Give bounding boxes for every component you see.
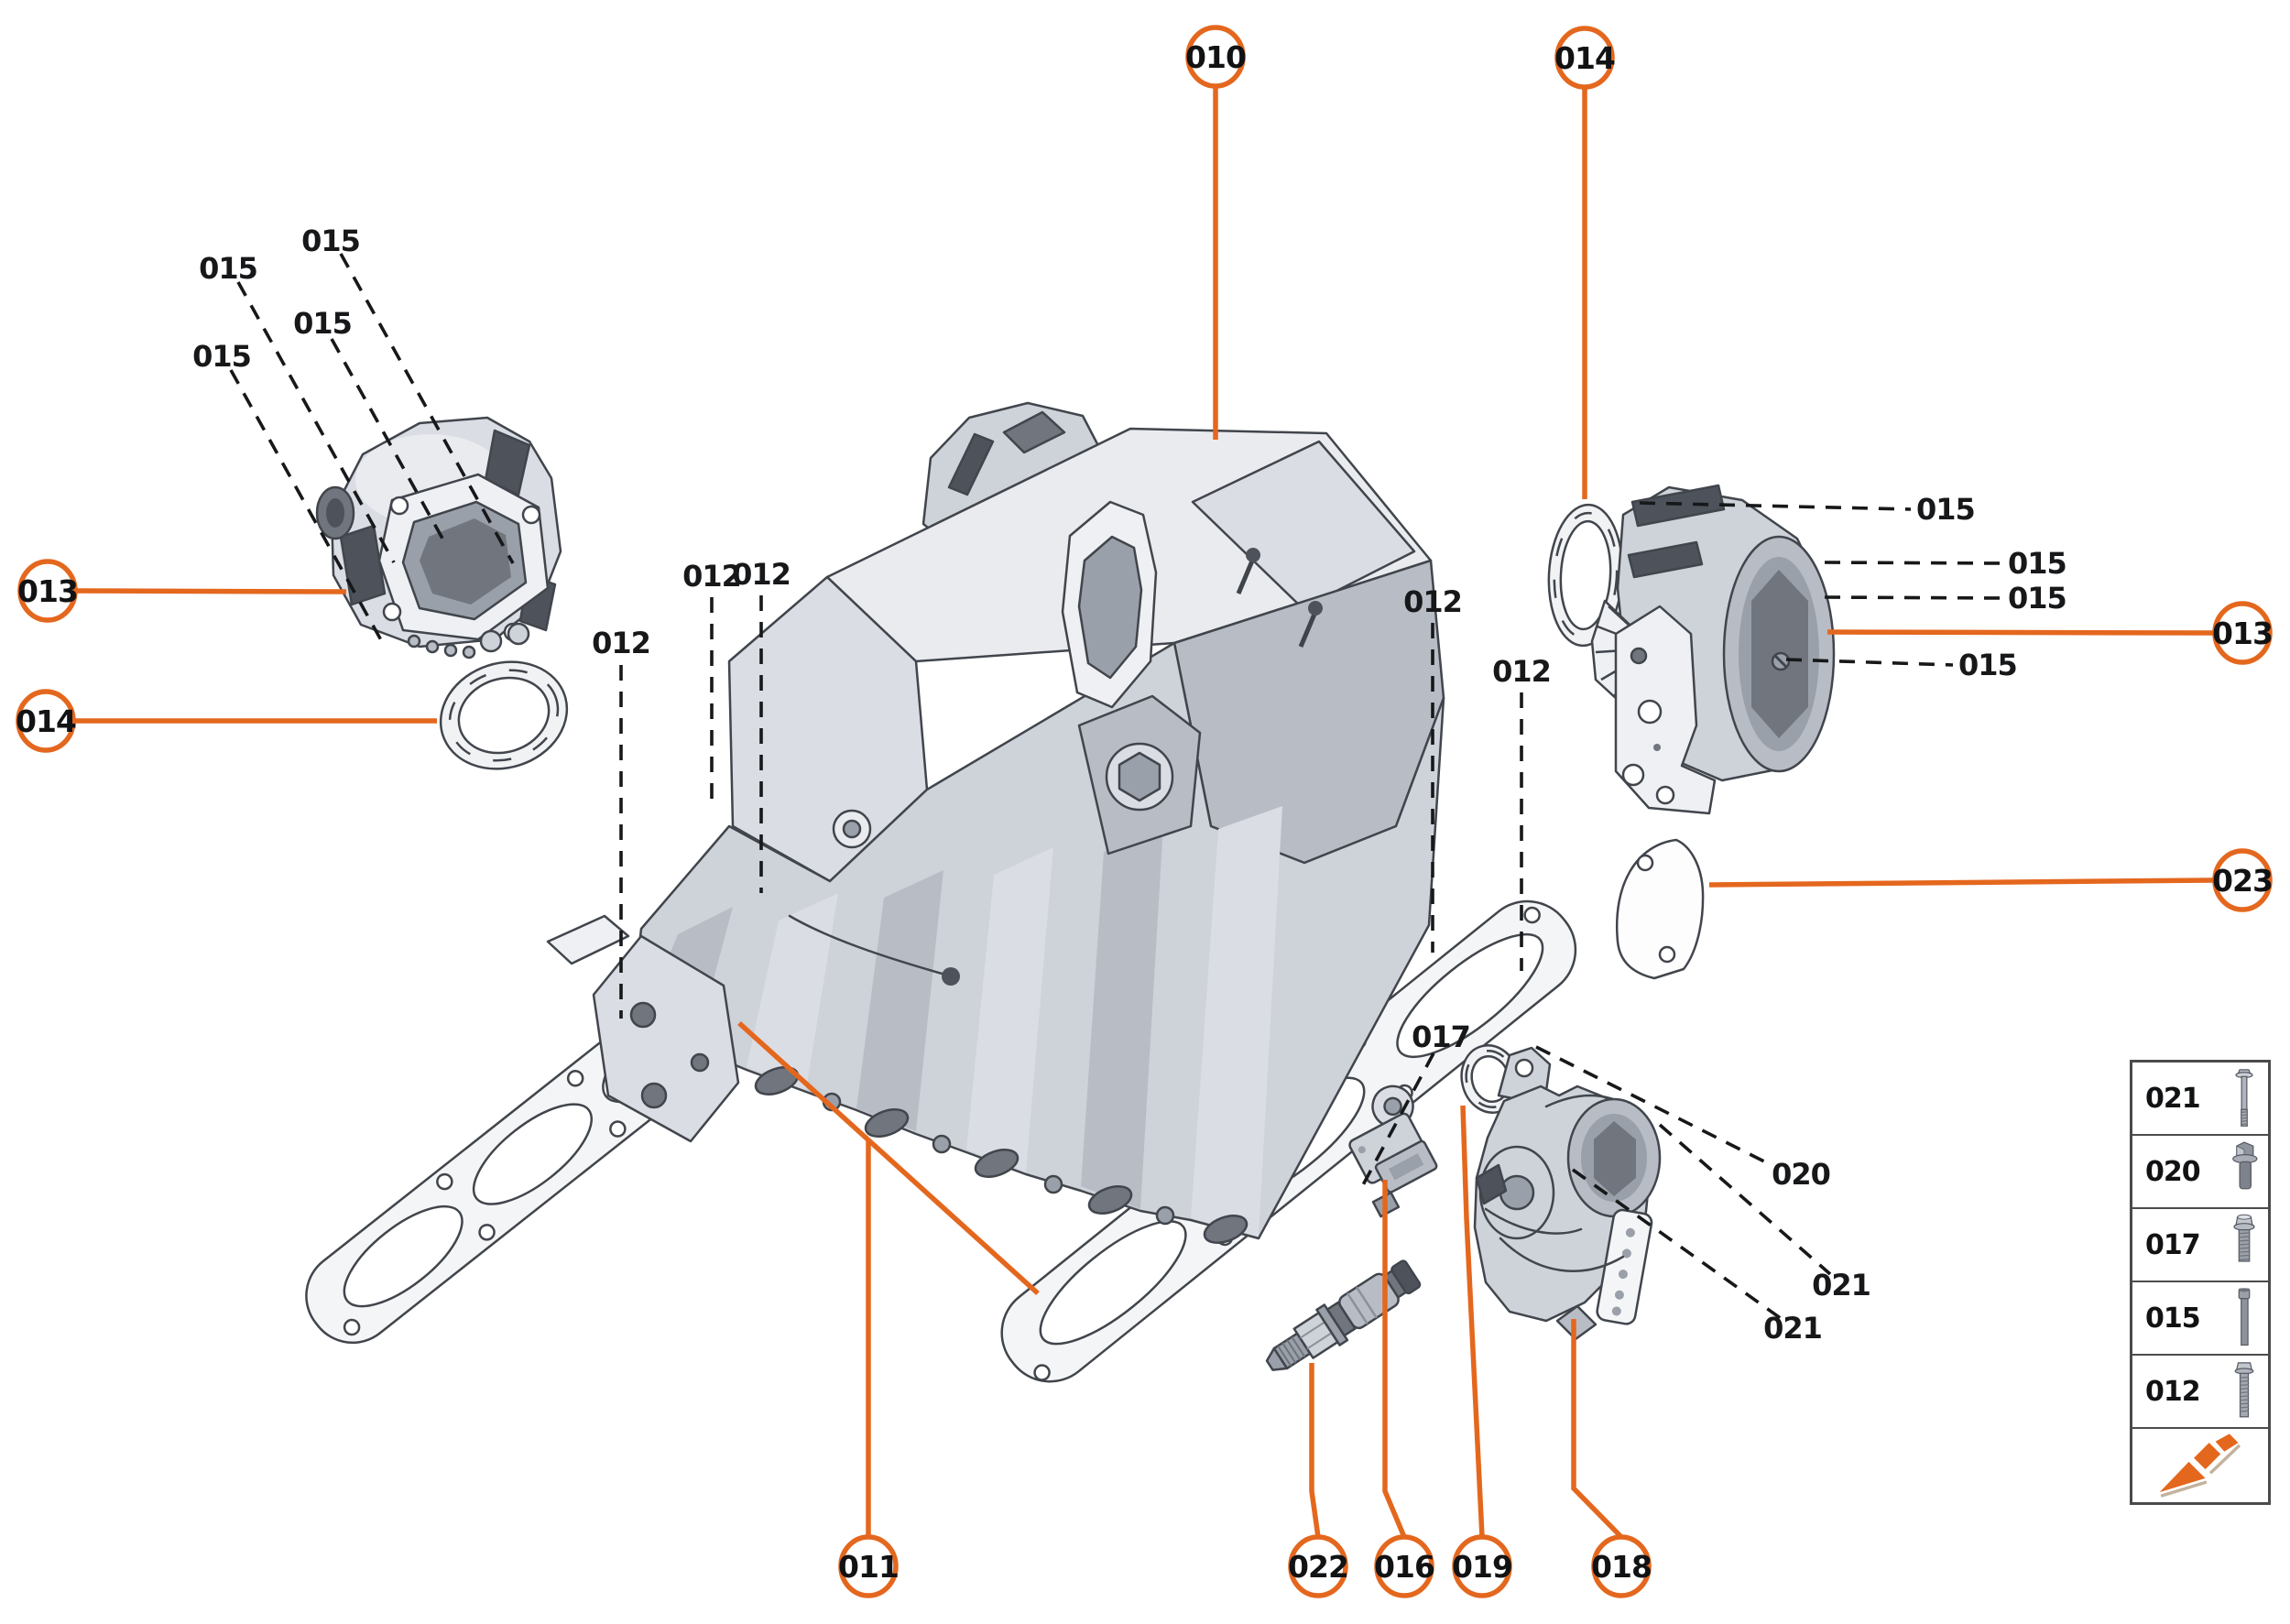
callout-016[interactable]: 016 <box>1374 1534 1435 1598</box>
callout-014[interactable]: 014 <box>16 689 77 753</box>
legend-part-number: 020 <box>2145 1155 2201 1188</box>
callout-circle[interactable] <box>838 1534 899 1598</box>
seal-ring-left-illustration <box>439 660 569 770</box>
part-reference-line <box>1535 1045 1769 1165</box>
callout-circle[interactable] <box>17 559 78 623</box>
legend-row-017[interactable]: 017 <box>2132 1209 2268 1282</box>
callout-circle[interactable] <box>1374 1534 1434 1598</box>
legend-part-number: 021 <box>2145 1082 2201 1115</box>
bolt-021-icon <box>2228 1066 2261 1130</box>
part-label-021[interactable]: 021 <box>1812 1268 1871 1302</box>
callout-number: 019 <box>1452 1549 1512 1585</box>
part-label-015[interactable]: 015 <box>1958 648 2018 682</box>
part-label-021[interactable]: 021 <box>1763 1311 1823 1346</box>
bolt-015-icon <box>2228 1286 2261 1350</box>
callout-number: 018 <box>1591 1549 1652 1585</box>
map-sensor-illustration <box>1348 1084 1438 1218</box>
part-reference-line <box>1824 561 2003 565</box>
intake-manifold-illustration <box>546 401 1445 1244</box>
bolt-012-icon <box>2228 1359 2261 1423</box>
legend-part-number: 015 <box>2145 1302 2201 1335</box>
part-reference-line <box>330 338 448 546</box>
callout-number: 016 <box>1374 1549 1434 1585</box>
legend-nav-row[interactable] <box>2132 1429 2268 1502</box>
legend-row-015[interactable]: 015 <box>2132 1282 2268 1356</box>
callout-number: 013 <box>17 573 78 609</box>
callout-010[interactable]: 010 <box>1185 25 1247 89</box>
callouts-layer: 010 014 013 014 013 023 011 022 016 019 018 <box>16 25 2274 1598</box>
throttle-body-right-illustration <box>1590 484 1836 815</box>
legend-row-020[interactable]: 020 <box>2132 1136 2268 1209</box>
callout-leader-line <box>1382 1180 1407 1539</box>
part-label-017[interactable]: 017 <box>1412 1019 1471 1054</box>
callout-leader-line <box>1309 1363 1321 1538</box>
callout-018[interactable]: 018 <box>1591 1534 1652 1598</box>
callout-number: 022 <box>1288 1549 1348 1585</box>
callout-014[interactable]: 014 <box>1554 26 1616 90</box>
part-label-015[interactable]: 015 <box>2008 581 2067 616</box>
part-label-020[interactable]: 020 <box>1772 1157 1831 1192</box>
callout-022[interactable]: 022 <box>1288 1534 1349 1598</box>
legend-part-number: 017 <box>2145 1228 2201 1261</box>
part-labels-layer: 0150150150150120120120120120150150150150… <box>192 223 2067 1346</box>
part-label-012[interactable]: 012 <box>732 557 791 592</box>
part-reference-line <box>1639 501 1912 511</box>
part-reference-line <box>339 253 515 564</box>
callout-023[interactable]: 023 <box>2212 848 2274 912</box>
fasteners-legend: 021 020 017 015 012 <box>2130 1060 2271 1505</box>
callout-circle[interactable] <box>1185 25 1246 89</box>
callout-circle[interactable] <box>1452 1534 1512 1598</box>
callout-019[interactable]: 019 <box>1452 1534 1513 1598</box>
part-label-015[interactable]: 015 <box>293 306 353 341</box>
callout-leader-line <box>1708 877 2214 888</box>
callout-number: 014 <box>1554 40 1615 76</box>
temperature-sensor-illustration <box>1265 1259 1422 1371</box>
blanking-plate-illustration <box>1615 838 1705 980</box>
callout-leader-line <box>1460 1105 1485 1538</box>
callout-circle[interactable] <box>1288 1534 1348 1598</box>
page-arrow-icon[interactable] <box>2144 1433 2256 1499</box>
callout-circle[interactable] <box>1554 26 1615 90</box>
callout-leader-line <box>76 588 347 594</box>
callout-leader-line <box>737 1020 1040 1296</box>
part-label-015[interactable]: 015 <box>2008 546 2067 581</box>
callout-number: 023 <box>2212 863 2273 899</box>
part-reference-line <box>1785 658 1954 667</box>
legend-row-021[interactable]: 021 <box>2132 1063 2268 1136</box>
part-reference-line <box>1658 1123 1832 1276</box>
reference-lines-layer <box>229 253 2003 1321</box>
callout-number: 010 <box>1185 39 1246 75</box>
legend-row-012[interactable]: 012 <box>2132 1356 2268 1429</box>
callout-013[interactable]: 013 <box>2212 601 2274 665</box>
part-label-015[interactable]: 015 <box>1916 492 1976 527</box>
callout-number: 011 <box>838 1549 899 1585</box>
callout-number: 013 <box>2212 616 2273 651</box>
part-label-015[interactable]: 015 <box>301 223 361 258</box>
part-label-012[interactable]: 012 <box>682 559 742 594</box>
part-label-015[interactable]: 015 <box>192 339 252 374</box>
part-label-012[interactable]: 012 <box>1403 584 1463 619</box>
callout-circle[interactable] <box>1591 1534 1652 1598</box>
part-reference-line <box>1571 1168 1783 1321</box>
callout-circle[interactable] <box>2212 848 2273 912</box>
callout-013[interactable]: 013 <box>17 559 79 623</box>
egr-valve-illustration <box>1473 1046 1662 1341</box>
legend-part-number: 012 <box>2145 1375 2201 1408</box>
bolt-017-icon <box>2228 1213 2261 1277</box>
bolt-020-icon <box>2228 1139 2261 1204</box>
callout-leader-line <box>1827 629 2214 636</box>
part-label-012[interactable]: 012 <box>592 626 651 660</box>
part-reference-line <box>1824 595 2003 600</box>
leader-lines-layer <box>75 86 2214 1539</box>
throttle-body-left-illustration <box>315 416 562 659</box>
callout-number: 014 <box>16 703 76 739</box>
part-label-015[interactable]: 015 <box>199 251 258 286</box>
part-label-012[interactable]: 012 <box>1492 654 1552 689</box>
callout-circle[interactable] <box>16 689 76 753</box>
part-reference-line <box>236 281 396 563</box>
callout-circle[interactable] <box>2212 601 2273 665</box>
callout-leader-line <box>1571 1319 1623 1539</box>
callout-011[interactable]: 011 <box>838 1534 900 1598</box>
